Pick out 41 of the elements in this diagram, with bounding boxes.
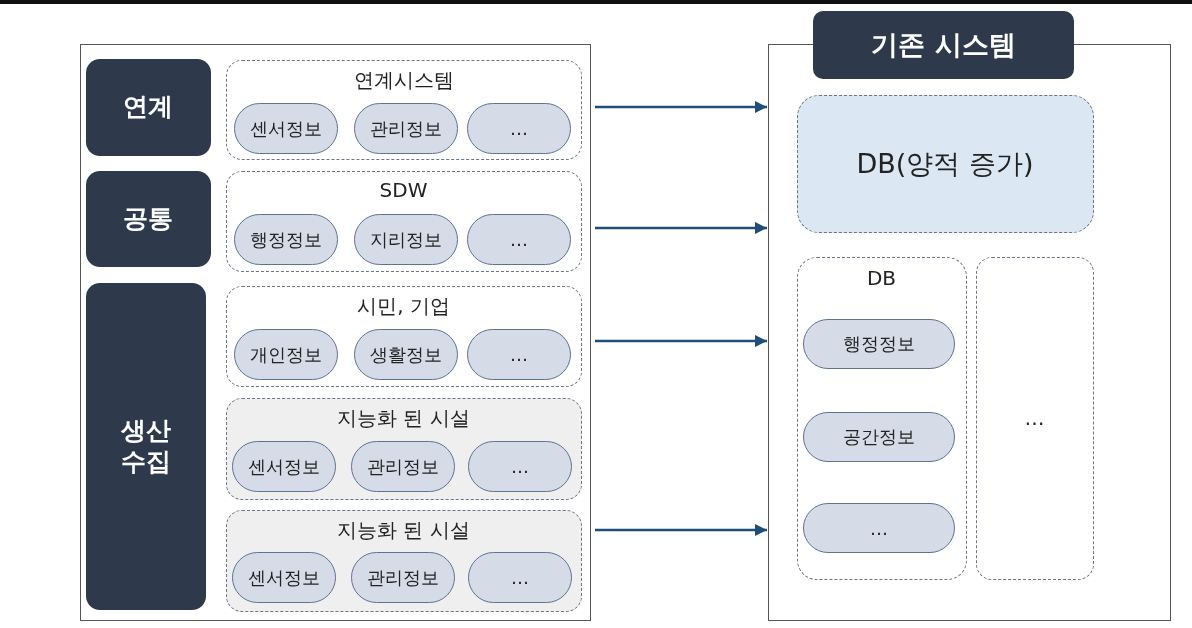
info-pill: 관리정보: [351, 441, 455, 492]
info-pill: …: [468, 441, 572, 492]
group-title: 지능화 된 시설: [336, 516, 471, 544]
arrow: [595, 221, 767, 235]
database-box: DB(양적 증가): [796, 94, 1094, 233]
info-pill: 센서정보: [234, 103, 338, 154]
more-box: …: [975, 256, 1094, 580]
info-pill: …: [467, 214, 571, 265]
info-pill: 생활정보: [354, 329, 458, 380]
group-box: [225, 59, 582, 160]
database-group: [796, 256, 967, 580]
info-pill: 관리정보: [351, 552, 455, 603]
info-pill: 센서정보: [232, 441, 336, 492]
group-box: [225, 509, 582, 612]
info-pill: 개인정보: [234, 329, 338, 380]
info-pill: 행정정보: [803, 319, 955, 369]
category-label: 생산 수집: [85, 282, 206, 610]
group-box: [225, 285, 582, 387]
left-panel: [80, 44, 591, 621]
category-label: 연계: [85, 58, 211, 156]
info-pill: …: [803, 503, 955, 553]
info-pill: 지리정보: [354, 214, 458, 265]
info-pill: 센서정보: [232, 552, 336, 603]
group-box: [225, 397, 582, 500]
group-title: SDW: [378, 177, 429, 202]
group-box: [225, 170, 582, 272]
group-title: 시민, 기업: [356, 292, 451, 320]
info-pill: …: [468, 552, 572, 603]
info-pill: …: [467, 103, 571, 154]
info-pill: 공간정보: [803, 412, 955, 462]
panel-header: 기존 시스템: [813, 11, 1074, 79]
arrow: [595, 334, 767, 348]
info-pill: …: [467, 329, 571, 380]
arrow: [595, 100, 767, 114]
info-pill: 관리정보: [354, 103, 458, 154]
category-label: 공통: [85, 170, 211, 267]
group-title: 지능화 된 시설: [336, 404, 471, 432]
arrow: [595, 523, 767, 537]
info-pill: 행정정보: [234, 214, 338, 265]
group-title: DB: [865, 265, 898, 290]
group-title: 연계시스템: [352, 66, 455, 94]
